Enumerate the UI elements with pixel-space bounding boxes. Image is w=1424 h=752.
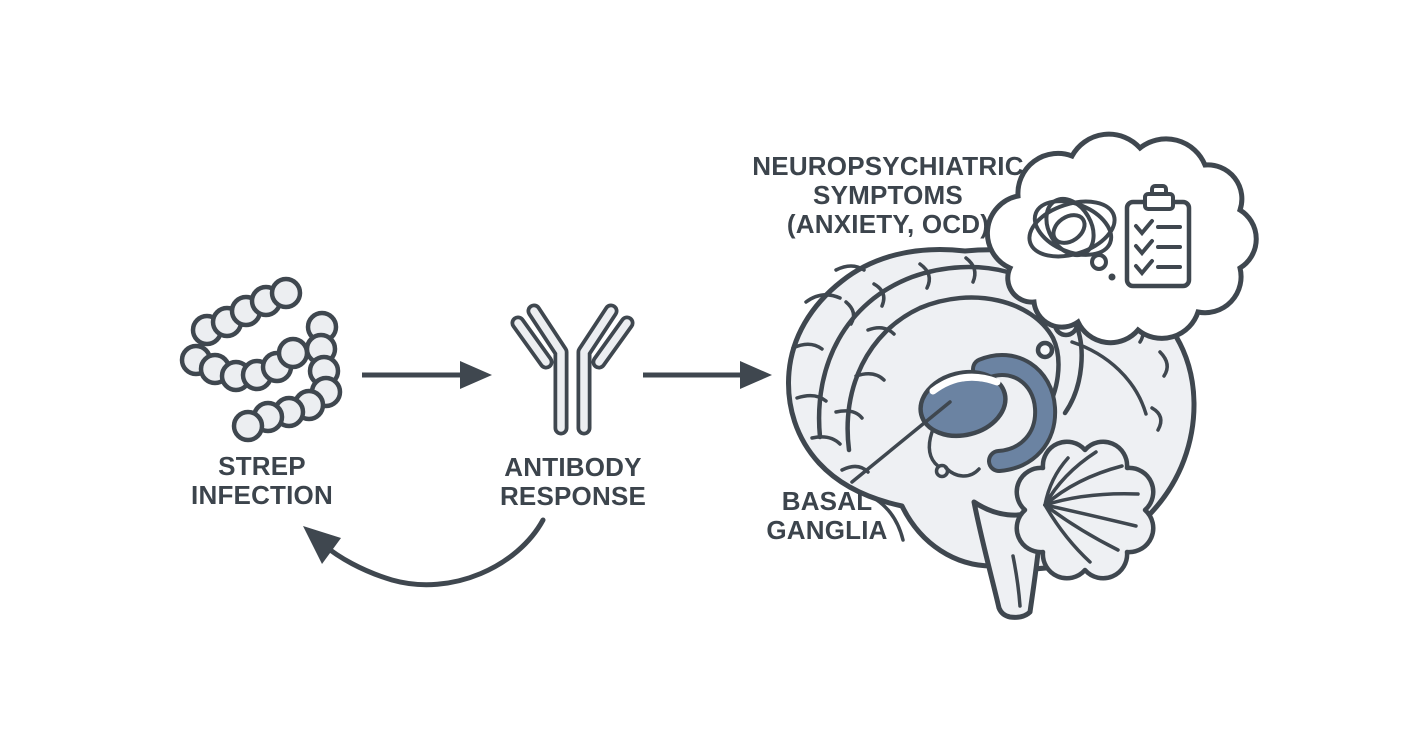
arrow-antibody-to-brain	[643, 361, 772, 389]
antibody-response-label: ANTIBODY RESPONSE	[453, 453, 693, 511]
brainstem-inner-line	[1011, 554, 1022, 608]
checklist-clipboard-icon	[1124, 184, 1192, 289]
neuropsychiatric-symptoms-label-line3: (ANXIETY, OCD)	[786, 209, 990, 239]
neuropsychiatric-symptoms-label-line1: NEUROPSYCHIATRIC	[752, 151, 1024, 181]
strep-infection-label-line2: INFECTION	[191, 480, 333, 510]
antibody-response-label-line2: RESPONSE	[499, 481, 647, 511]
arrow-strep-to-antibody	[362, 361, 492, 389]
corpus-callosum-swirl	[816, 264, 1084, 453]
cerebellum	[1014, 439, 1156, 581]
arrow-feedback-to-strep	[303, 517, 546, 588]
thought-bubble-icon	[984, 131, 1259, 346]
basal-ganglia-label-line2: GANGLIA	[766, 515, 888, 545]
basal-ganglia-highlight	[918, 353, 1058, 473]
basal-ganglia-label-line1: BASAL	[781, 486, 873, 516]
strep-infection-label: STREP INFECTION	[142, 452, 382, 510]
basal-ganglia-leader-line	[850, 400, 952, 484]
antibody-response-label-line1: ANTIBODY	[504, 452, 642, 482]
basal-ganglia-label: BASAL GANGLIA	[727, 487, 927, 545]
strep-bacteria-chains-icon	[179, 276, 343, 443]
neuropsychiatric-symptoms-label-line2: SYMPTOMS	[813, 180, 963, 210]
strep-infection-label-line1: STREP	[218, 451, 306, 481]
antibody-y-icon	[510, 303, 635, 436]
tangled-scribble-icon	[1027, 196, 1117, 281]
neuropsychiatric-symptoms-label: NEUROPSYCHIATRIC SYMPTOMS (ANXIETY, OCD)	[733, 152, 1043, 239]
